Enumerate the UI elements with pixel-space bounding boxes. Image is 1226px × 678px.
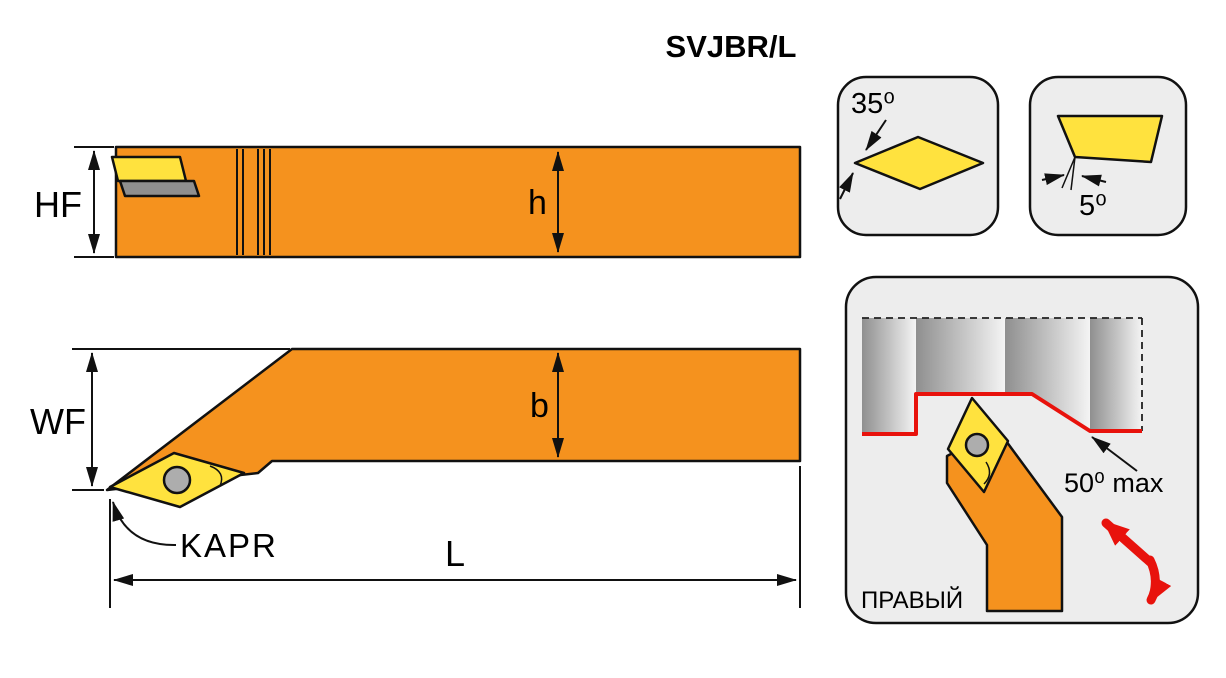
angle-arrow-lower [839,172,854,200]
top-view: WF b KAPR L [30,347,802,608]
wf-label: WF [30,401,86,442]
workpiece-slab [916,318,1005,394]
l-label: L [445,533,465,574]
insert-shape-panel: 35⁰ [836,75,1000,237]
feed-arrow-diagonal [1101,518,1155,567]
clamp-screw [162,465,192,495]
hand-label: ПРАВЫЙ [861,586,963,614]
clamp-screw [964,432,990,458]
hf-label: HF [34,184,82,225]
angle-arrow-left [1041,173,1065,186]
application-panel: 50⁰ max ПРАВЫЙ [844,275,1200,625]
insert-angle-label: 35⁰ [851,88,895,120]
toolpath-profile-line [862,392,1142,436]
holder-body-top [105,347,802,492]
h-label: h [528,184,547,222]
page-title: SVJBR/L [666,29,797,64]
angle-arrow-upper [865,119,887,151]
angle-arrow-right [1081,174,1107,187]
insert-cross-section [1056,114,1164,164]
chipbreaker-line [983,461,991,485]
max-angle-leader-arrow [1091,436,1138,472]
b-label: b [530,387,549,425]
kapr-leader-arrow [112,501,177,547]
feed-arrow-down [1145,555,1172,605]
clearance-angle-label: 5⁰ [1079,190,1107,222]
angle-reference-line [1070,156,1076,191]
insert-diamond-shape [853,135,985,191]
workpiece-slab [1090,318,1142,431]
workpiece-slab [1005,318,1090,431]
insert-side-view [110,155,188,183]
side-view: HF h [34,145,802,259]
kapr-label: KAPR [180,527,278,564]
clearance-angle-panel: 5⁰ [1028,75,1188,237]
chipbreaker-line [209,465,223,487]
shim-side-view [118,179,201,198]
workpiece-slab [862,318,916,434]
max-angle-label: 50⁰ max [1064,468,1164,498]
holder-body-side [114,145,802,259]
